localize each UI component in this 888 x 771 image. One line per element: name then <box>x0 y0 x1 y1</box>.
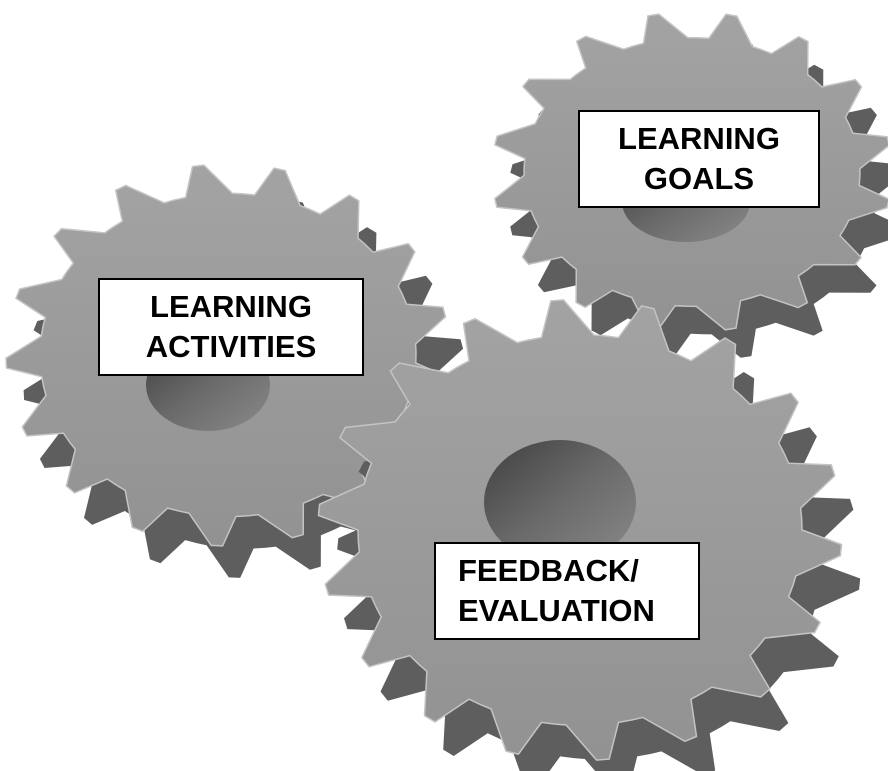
feedback-evaluation-label: FEEDBACK/ EVALUATION <box>434 542 700 640</box>
learning-activities-line-2: ACTIVITIES <box>145 329 317 364</box>
learning-goals-line-1: LEARNING <box>618 121 780 156</box>
learning-goals-label: LEARNING GOALS <box>578 110 820 208</box>
learning-activities-label: LEARNING ACTIVITIES <box>98 278 364 376</box>
gear-feedback-evaluation <box>317 299 861 771</box>
gear-feedback-hole <box>484 440 636 564</box>
learning-goals-line-2: GOALS <box>643 161 755 196</box>
feedback-evaluation-line-2: EVALUATION <box>458 593 655 628</box>
learning-activities-line-1: LEARNING <box>150 289 312 324</box>
feedback-evaluation-line-1: FEEDBACK/ <box>458 553 639 588</box>
